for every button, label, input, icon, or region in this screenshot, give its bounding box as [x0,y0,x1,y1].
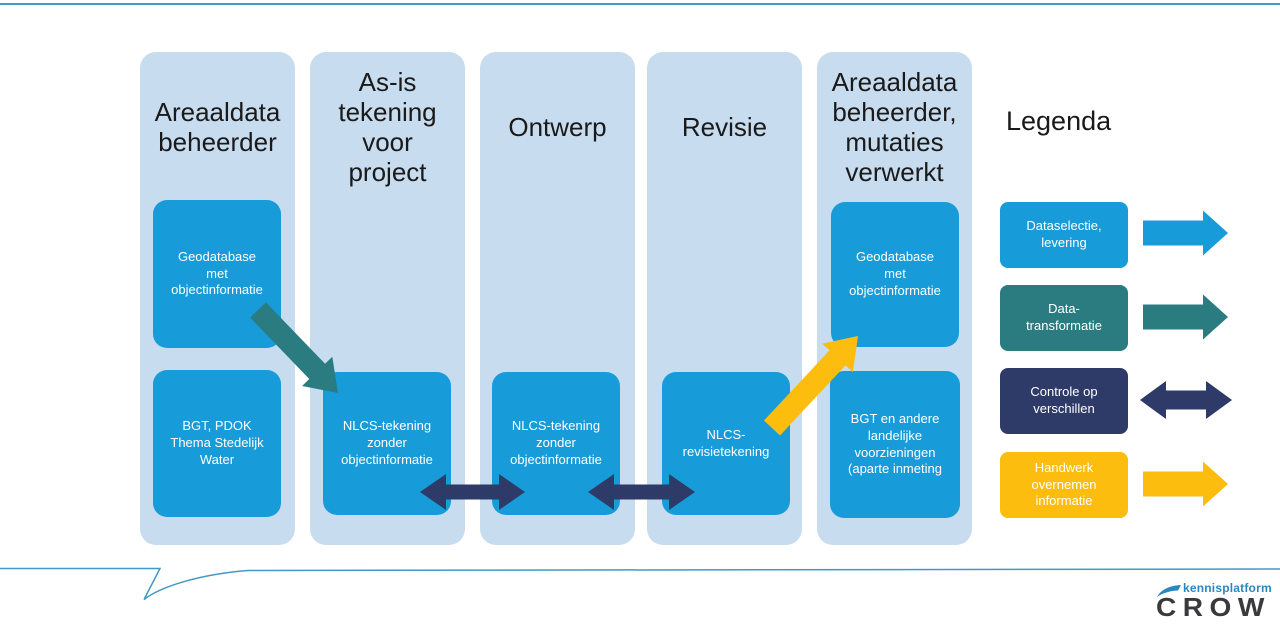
box-label: NLCS-tekening zonder objectinformatie [510,418,602,467]
legend-box-handwerk-overnemen: Handwerk overnemen informatie [1000,452,1128,518]
legend-label: Dataselectie, levering [1026,218,1102,250]
legend-label: Handwerk overnemen informatie [1031,459,1097,509]
legend-label: Data- transformatie [1026,301,1102,333]
box-label: Geodatabase met objectinformatie [171,248,263,298]
lane-title-ontwerp: Ontwerp [480,54,635,200]
lane-title-text: Revisie [681,111,768,142]
box-label: Geodatabase met objectinformatie [849,249,941,298]
legend-title: Legenda [1006,106,1112,136]
crow-logo-kicker: kennisplatform [1183,581,1272,595]
legend-box-data-transformatie: Data- transformatie [1000,285,1128,351]
box-nlcs-revisietekening: NLCS- revisietekening [662,372,790,515]
lane-title-areaaldata-beheerder: Areaaldata beheerder [140,54,295,200]
lane-title-areaaldata-mutaties: Areaaldata beheerder, mutaties verwerkt [817,54,972,200]
legend-label: Controle op verschillen [1030,384,1098,416]
box-bgt-pdok-stedelijk-water: BGT, PDOK Thema Stedelijk Water [153,370,281,517]
lane-title-text: Areaaldata beheerder, mutaties verwerkt [831,66,958,188]
lane-title-as-is-tekening: As-is tekening voor project [310,54,465,200]
lane-title-text: Ontwerp [508,111,607,142]
legend-box-dataselectie-levering: Dataselectie, levering [1000,202,1128,268]
crow-logo-brand: CROW [1156,592,1271,622]
legend-arrow-transformatie [1143,294,1228,340]
bottom-swoosh-line [0,567,1280,601]
box-nlcs-tekening-as-is: NLCS-tekening zonder objectinformatie [323,372,451,515]
legend-arrow-handwerk [1143,461,1228,507]
box-geodatabase-objectinformatie-left: Geodatabase met objectinformatie [153,200,281,348]
legend-arrow-controle [1140,381,1232,419]
box-geodatabase-objectinformatie-right: Geodatabase met objectinformatie [831,202,959,347]
lane-title-revisie: Revisie [647,54,802,200]
top-border-line [0,3,1280,5]
lane-title-text: Areaaldata beheerder [154,96,281,157]
box-label: NLCS- revisietekening [682,426,770,459]
legend-box-controle-op-verschillen: Controle op verschillen [1000,368,1128,434]
box-label: NLCS-tekening zonder objectinformatie [341,418,433,467]
legend-arrow-dataselectie [1143,210,1228,256]
box-label: BGT en andere landelijke voorzieningen (… [848,410,942,477]
lane-title-text: As-is tekening voor project [338,66,437,188]
box-label: BGT, PDOK Thema Stedelijk Water [170,418,264,467]
box-nlcs-tekening-ontwerp: NLCS-tekening zonder objectinformatie [492,372,620,515]
box-bgt-landelijke-voorzieningen: BGT en andere landelijke voorzieningen (… [830,371,960,518]
